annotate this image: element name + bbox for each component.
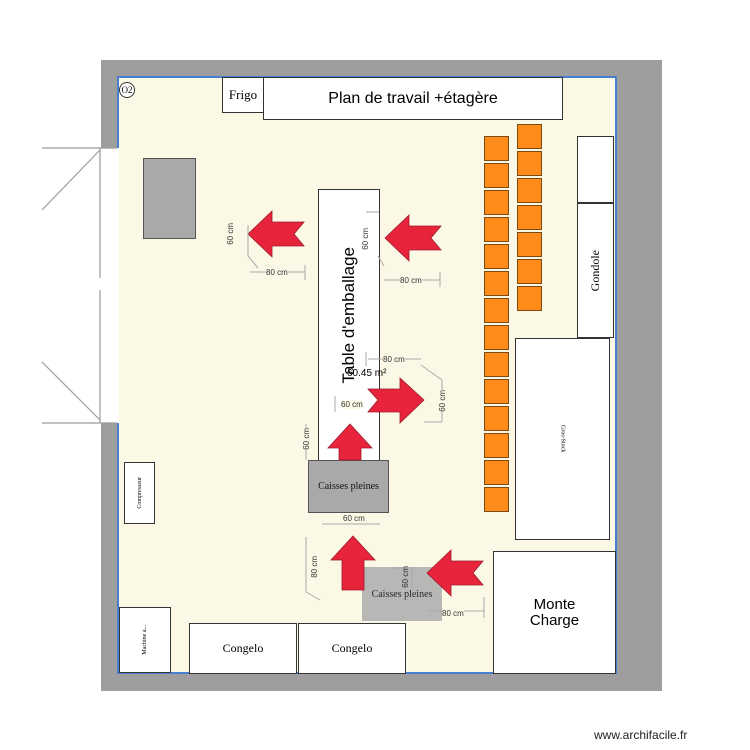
- side-storage[interactable]: Gros-Stock: [515, 338, 610, 540]
- dim-label: 80 cm: [310, 556, 319, 578]
- crate-slot: [484, 352, 509, 377]
- compressor[interactable]: Compresseur: [124, 462, 155, 524]
- arrow-up-2: [330, 535, 376, 591]
- crate-slot: [484, 406, 509, 431]
- crate-slot: [517, 259, 542, 284]
- freight-lift[interactable]: Monte Charge: [493, 551, 616, 674]
- arrow-left-2: [384, 214, 442, 262]
- watermark: www.archifacile.fr: [594, 728, 688, 742]
- crate-slot: [517, 205, 542, 230]
- crate-slot: [517, 178, 542, 203]
- arrow-up-1: [327, 423, 373, 461]
- freezer-1[interactable]: Congelo: [189, 623, 297, 674]
- crate-slot: [484, 136, 509, 161]
- crate-slot: [517, 232, 542, 257]
- door-swing-lines: [41, 147, 117, 424]
- dim-label: 80 cm: [442, 609, 464, 618]
- dim-label: 60 cm: [226, 223, 235, 245]
- room-area: 60.45 m²: [347, 368, 387, 379]
- crate-slot: [484, 190, 509, 215]
- room-marker: O2: [119, 82, 135, 98]
- machine[interactable]: Machine à...: [119, 607, 171, 673]
- arrow-right-1: [367, 377, 425, 424]
- crate-slot: [517, 286, 542, 311]
- crate-slot: [484, 433, 509, 458]
- arrow-left-3: [426, 549, 484, 597]
- dim-label: 80 cm: [383, 355, 405, 364]
- crate-slot: [484, 325, 509, 350]
- gondola-top[interactable]: [577, 136, 614, 203]
- dim-label: 80 cm: [400, 276, 422, 285]
- dim-label: 60 cm: [361, 228, 370, 250]
- door-opening-top: [101, 148, 119, 278]
- full-crates-1[interactable]: Caisses pleines: [308, 460, 389, 513]
- crate-slot: [484, 244, 509, 269]
- door-opening-bottom: [101, 278, 119, 423]
- crate-slot: [484, 298, 509, 323]
- packing-table[interactable]: Table d'emballage: [318, 189, 380, 461]
- crate-slot: [484, 460, 509, 485]
- dim-label: 80 cm: [266, 268, 288, 277]
- dim-label: 60 cm: [438, 390, 447, 412]
- dim-label: 60 cm: [302, 428, 311, 450]
- arrow-left-1: [247, 210, 305, 258]
- storage-block[interactable]: [143, 158, 196, 239]
- dim-label: 60 cm: [343, 514, 365, 523]
- freezer-2[interactable]: Congelo: [298, 623, 406, 674]
- gondola[interactable]: Gondole: [577, 203, 614, 338]
- dim-label: 60 cm: [341, 400, 363, 409]
- crate-slot: [484, 217, 509, 242]
- crate-slot: [517, 124, 542, 149]
- crate-slot: [484, 379, 509, 404]
- dim-label: 60 cm: [401, 566, 410, 588]
- crate-slot: [484, 487, 509, 512]
- crate-slot: [517, 151, 542, 176]
- full-crates-2[interactable]: Caisses pleines: [362, 567, 442, 621]
- crate-slot: [484, 271, 509, 296]
- crate-slot: [484, 163, 509, 188]
- worktop[interactable]: Plan de travail +étagère: [263, 77, 563, 120]
